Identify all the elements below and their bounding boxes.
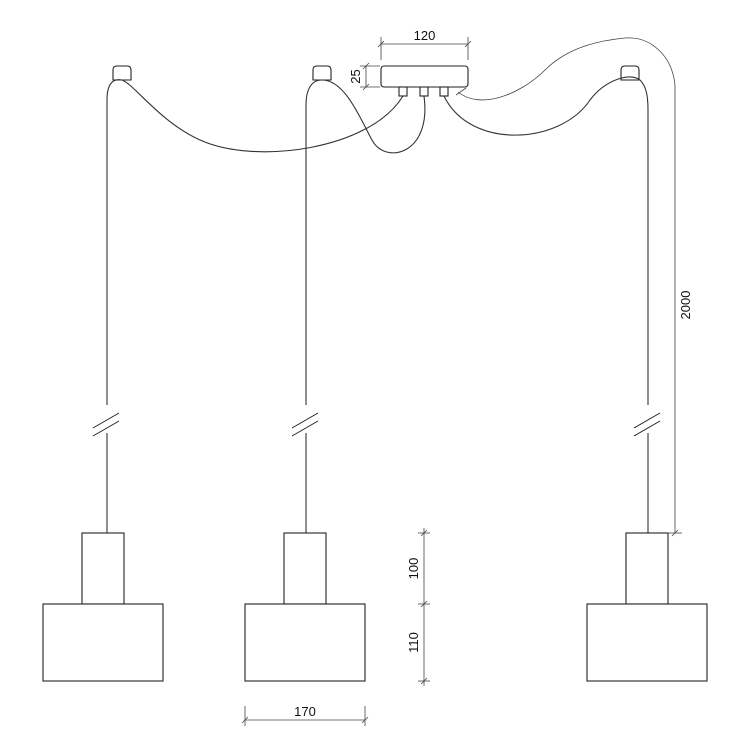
cables [92,76,661,533]
canopy-outlet-2 [419,86,429,97]
ceiling-hook-middle [312,65,332,81]
ceiling-canopy [380,65,469,97]
lamp-left [42,532,164,682]
break-mark-left [92,412,120,429]
break-mark-middle [291,420,319,437]
lamp-holder [81,532,125,605]
dimension-label: 170 [294,704,316,719]
lamp-holder [283,532,327,605]
dimension-label: 25 [348,69,363,83]
dimension-canopy-width: 120 [377,28,472,60]
canopy-outlet-1 [398,86,408,97]
cable-middle [305,79,426,405]
break-mark-right [633,420,661,437]
cable-left [106,79,404,405]
canopy-outlet-3 [439,86,449,97]
break-mark-right [633,412,661,429]
dimension-lamp-heights: 100 110 [406,528,430,686]
break-mark-middle [291,412,319,429]
cable-right [443,76,649,405]
dimension-shade-width: 170 [241,704,369,726]
lamp-middle [244,532,366,682]
dimension-cable-length: 2000 [455,37,693,537]
dimension-label-holder: 100 [406,558,421,580]
lamp-holder [625,532,669,605]
lamp-shade [244,603,366,682]
ceiling-hook-right [620,65,640,81]
dimension-canopy-height: 25 [348,62,380,91]
dimension-label: 2000 [678,291,693,320]
lamp-right [586,532,708,682]
dimension-label-shade: 110 [406,632,421,653]
dimension-label: 120 [414,28,436,43]
break-mark-left [92,420,120,437]
lamp-shade [42,603,164,682]
lamp-shade [586,603,708,682]
ceiling-hook-left [112,65,132,81]
